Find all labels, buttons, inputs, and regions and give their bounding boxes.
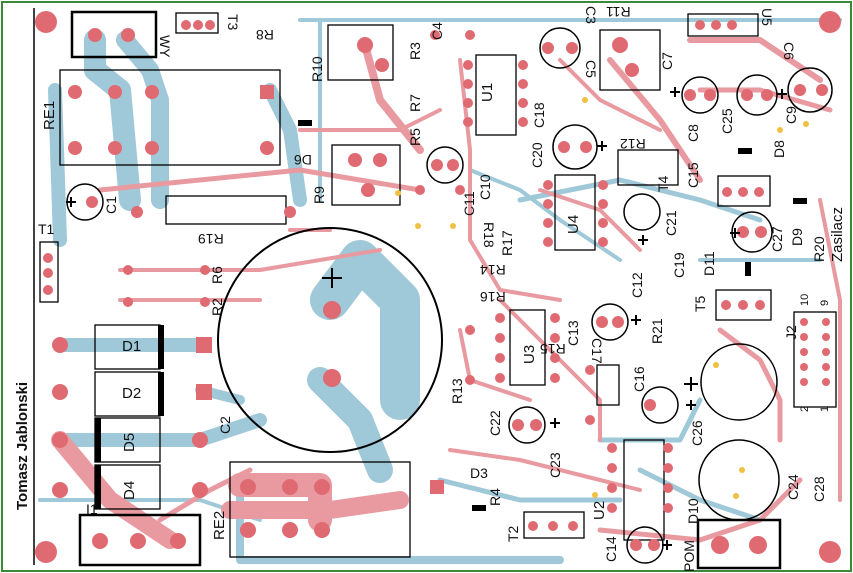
diode-bands (95, 120, 807, 511)
d1-label: D1 (122, 338, 142, 355)
r10-label: R10 (309, 56, 325, 82)
c16-label: C16 (631, 366, 647, 392)
c27-label: C27 (769, 226, 785, 252)
vias (395, 97, 809, 499)
c18-label: C18 (531, 102, 547, 128)
r11-label: R11 (606, 4, 631, 20)
d4-label: D4 (121, 480, 138, 500)
d5-label: D5 (121, 432, 138, 452)
d10-label: D10 (685, 498, 701, 524)
c5-label: C5 (583, 60, 599, 78)
t2-label: T2 (505, 525, 521, 542)
r12-label: R12 (620, 136, 646, 152)
r7-label: R7 (407, 94, 423, 112)
j2-pin-1: 1 (819, 405, 831, 412)
t3-label: T3 (225, 14, 241, 31)
t5-label: T5 (692, 295, 708, 312)
c24-label: C24 (785, 474, 801, 500)
c4-label: C4 (429, 22, 445, 40)
c21-label: C21 (663, 210, 679, 236)
c11-label: C11 (461, 191, 477, 216)
d3-label: D3 (470, 465, 488, 481)
c7-label: C7 (659, 52, 675, 70)
r17-label: R17 (499, 230, 515, 256)
u2-label: U2 (591, 500, 608, 520)
c13-label: C13 (565, 320, 581, 346)
re2-label: RE2 (211, 510, 228, 540)
silkscreen-outlines (39, 10, 837, 570)
c17-label: C17 (589, 338, 605, 364)
c2-outline (217, 227, 443, 453)
r13-label: R13 (449, 378, 465, 404)
c28-label: C28 (811, 476, 827, 502)
u5-label: U5 (759, 8, 775, 26)
d2-label: D2 (122, 385, 142, 402)
pom-label: POM (681, 540, 697, 572)
r20-label: R20 (811, 236, 827, 262)
author-label: Tomasz Jablonski (14, 381, 31, 510)
c22-label: C22 (487, 410, 503, 436)
t1-label: T1 (38, 221, 55, 237)
c2-label: C2 (217, 416, 233, 434)
r4-label: R4 (487, 488, 503, 506)
c8-label: C8 (685, 124, 701, 142)
j2-pin-2: 2 (799, 405, 811, 412)
t4-label: T4 (655, 175, 671, 192)
c14-label: C14 (603, 536, 619, 562)
c3-label: C3 (583, 6, 599, 24)
i1-label: I1 (86, 501, 98, 517)
d8-label: D8 (771, 140, 787, 158)
r8-label: R8 (256, 27, 274, 43)
c15-label: C15 (685, 162, 701, 188)
r5-label: R5 (407, 128, 423, 146)
c12-label: C12 (629, 272, 645, 298)
zasilacz-label: Zasilacz (829, 206, 846, 262)
r19-label: R19 (198, 231, 224, 247)
r15-label: R15 (540, 341, 566, 357)
r6-label: R6 (209, 266, 225, 284)
j2-pin-9: 9 (819, 299, 831, 306)
c23-label: C23 (547, 452, 563, 478)
u1-label: U1 (479, 82, 496, 102)
u3-label: U3 (521, 344, 538, 364)
j2-pin-10: 10 (799, 293, 811, 306)
r2-label: R2 (209, 298, 225, 316)
c1-label: C1 (103, 196, 119, 214)
c26-label: C26 (689, 420, 705, 446)
polarity-markers (66, 87, 787, 550)
c20-label: C20 (529, 142, 545, 168)
d11-label: D11 (701, 251, 717, 276)
top-copper-traces (51, 37, 842, 549)
r18-label: R18 (481, 222, 497, 248)
r9-label: R9 (311, 186, 327, 204)
u4-label: U4 (565, 214, 582, 234)
c19-label: C19 (671, 252, 687, 278)
wy-label: WY (157, 35, 173, 58)
d6-label: D6 (294, 152, 312, 168)
c6-label: C6 (781, 42, 797, 60)
c10-label: C10 (477, 174, 493, 200)
re1-label: RE1 (41, 100, 58, 130)
r21-label: R21 (649, 318, 665, 344)
r3-label: R3 (407, 42, 423, 60)
j2-label: J2 (783, 325, 799, 340)
d9-label: D9 (789, 228, 805, 246)
c25-label: C25 (719, 108, 735, 134)
pads (35, 11, 841, 563)
c9-label: C9 (783, 106, 799, 124)
r14-label: R14 (480, 262, 506, 278)
r16-label: R16 (480, 289, 506, 305)
